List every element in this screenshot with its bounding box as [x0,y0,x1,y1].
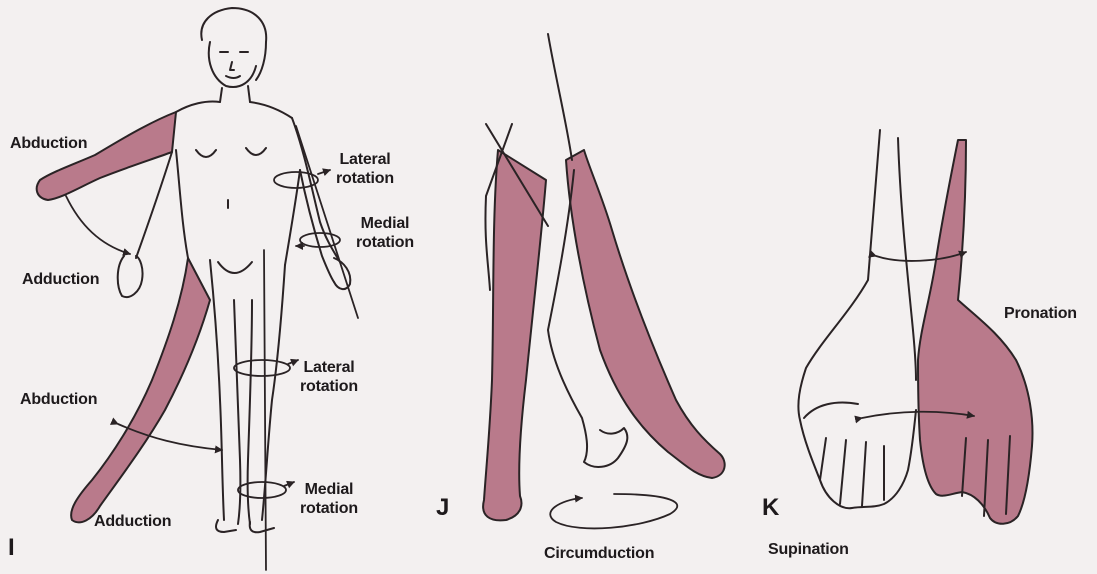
arm-abduction-arc [66,196,130,254]
panel-label-j: J [436,494,449,522]
arm-medial-rotation-ring [300,233,340,247]
arm-lateral-rotation-head [318,170,330,174]
arm-lateral-rotation-ring [274,172,318,188]
k-radius-line [898,138,916,380]
neck [220,86,250,102]
k-supinated-forearm [798,130,916,508]
abducted-arm-shaded [37,112,176,200]
leg-axis-line [264,250,266,570]
label-arm-abduction: Abduction [10,134,87,153]
torso-outline [176,101,300,265]
face-features [220,52,248,78]
label-arm-lateral-rotation: Lateral rotation [336,150,394,188]
left-hand-adducted [118,256,143,297]
j-leg-shaded-right [566,150,725,478]
panel-label-k: K [762,494,779,522]
panel-j-legs [483,34,725,528]
label-leg-abduction: Abduction [20,390,97,409]
label-leg-adduction: Adduction [94,512,171,531]
panel-k-hands [798,130,1032,524]
leg-lateral-rotation-head [288,360,298,364]
pelvis-line [218,262,252,273]
label-arm-medial-rotation: Medial rotation [356,214,414,252]
leg-medial-rotation-head [284,482,294,486]
label-circumduction: Circumduction [544,544,654,563]
panel-label-i: I [8,534,15,562]
label-pronation: Pronation [1004,304,1077,323]
right-arm-outline [292,118,340,282]
left-arm-adducted [136,152,172,258]
k-pronated-forearm-shaded [918,140,1032,524]
leg-medial-rotation-ring [238,482,286,498]
leg-lateral-rotation-ring [234,360,290,376]
label-leg-lateral-rotation: Lateral rotation [300,358,358,396]
chest-details [196,148,266,208]
label-leg-medial-rotation: Medial rotation [300,480,358,518]
j-axis-top [548,34,572,160]
label-arm-adduction: Adduction [22,270,99,289]
circumduction-arc [550,494,677,528]
label-supination: Supination [768,540,849,559]
k-supinated-fingers [804,403,884,506]
